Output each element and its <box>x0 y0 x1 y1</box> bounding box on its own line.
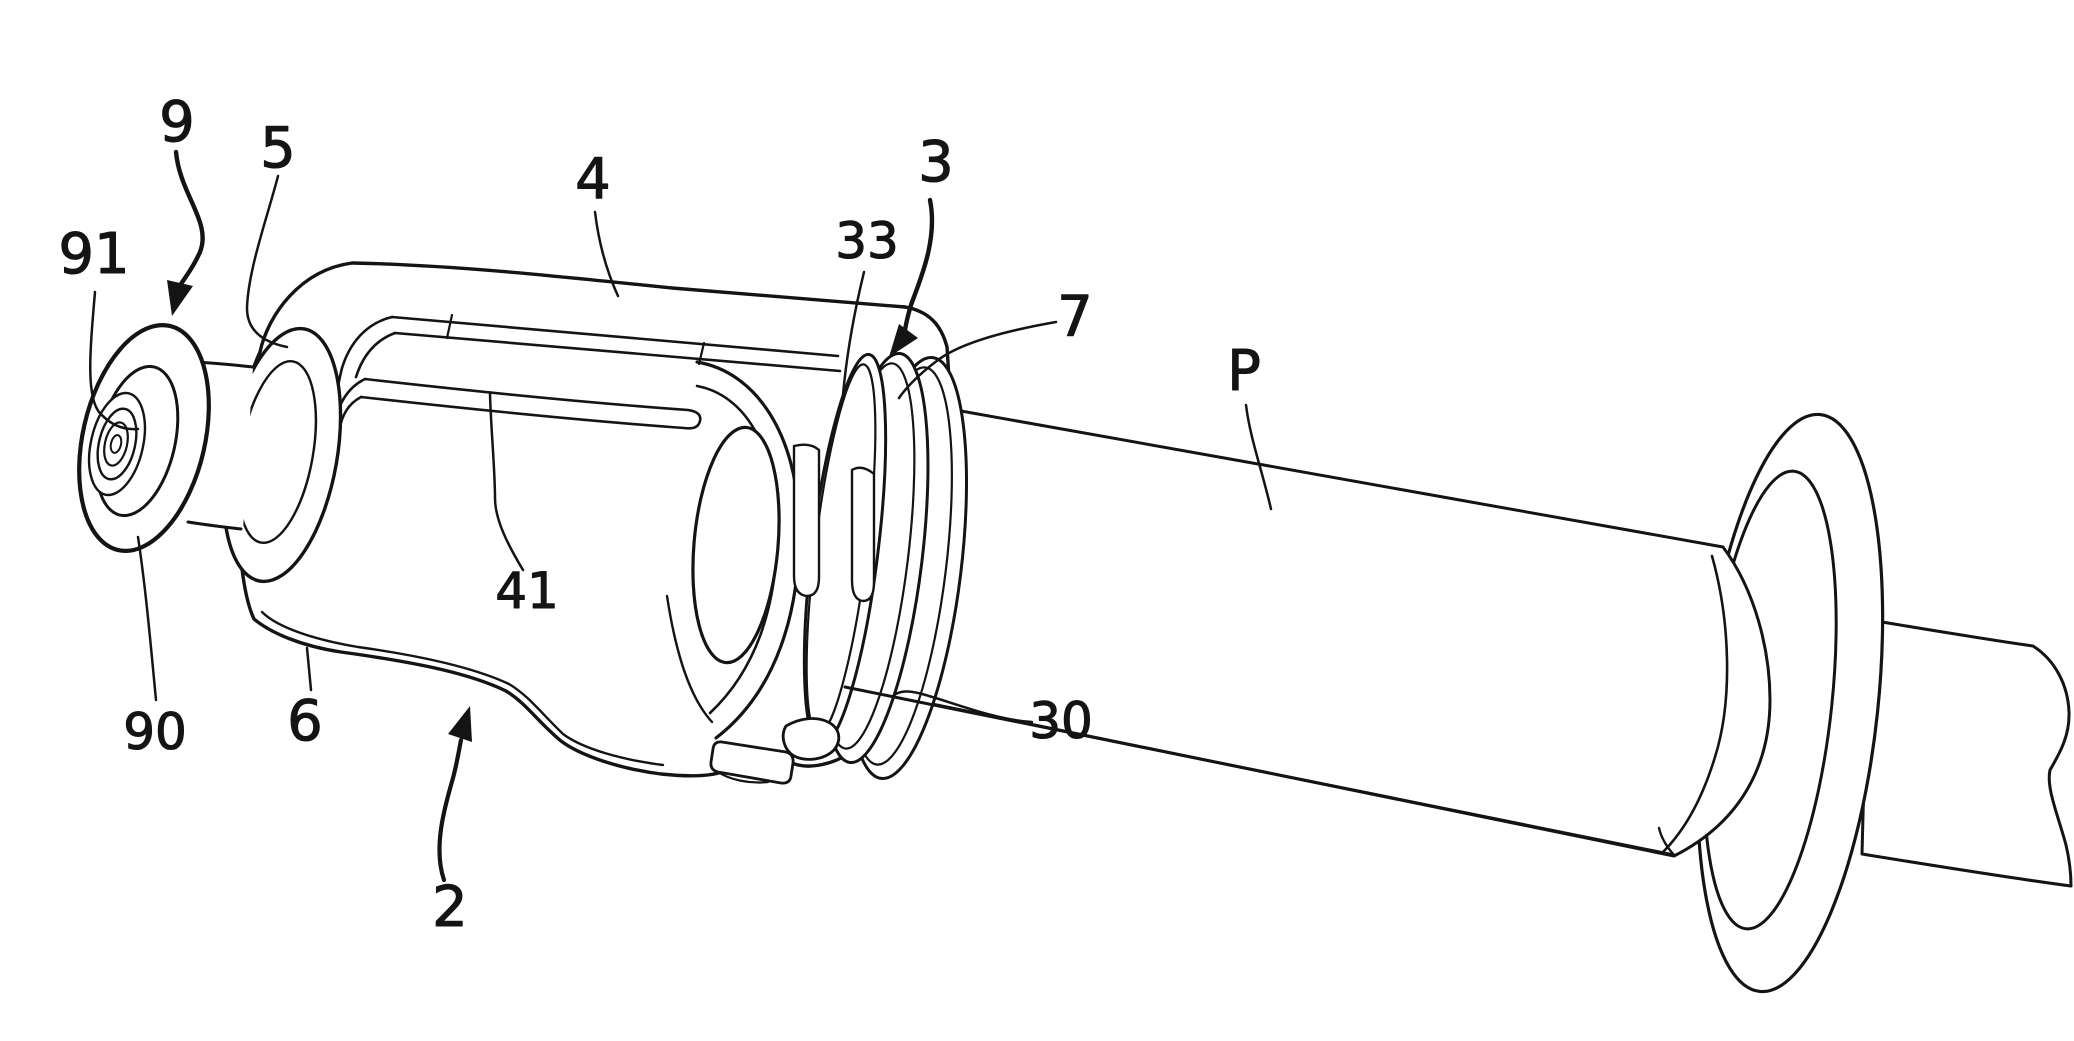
needle-shield-cap <box>77 323 211 553</box>
latch-tab-30 <box>709 717 841 785</box>
ref-label-P: P <box>1227 339 1261 404</box>
leader-7 <box>897 320 1058 400</box>
guide-rail-upper <box>332 313 842 432</box>
collar-tongue-bands <box>792 443 876 603</box>
leader-4 <box>593 210 620 298</box>
leader-30 <box>892 690 1034 724</box>
rail-seam-right <box>697 341 706 366</box>
ref-label-2: 2 <box>432 875 468 940</box>
plunger-rod <box>1860 618 2073 888</box>
leader-P <box>1244 403 1273 511</box>
device-mouth <box>665 360 801 740</box>
leader-41 <box>488 392 525 572</box>
ref-label-30: 30 <box>1029 692 1093 750</box>
arrow-leaders <box>167 149 935 883</box>
ref-label-90: 90 <box>123 703 187 761</box>
device-window-41 <box>691 425 781 665</box>
barrel-flange-junction <box>1657 826 1676 857</box>
syringe-barrel <box>891 404 1772 858</box>
ref-label-7: 7 <box>1057 285 1093 350</box>
barrel-hub-arc <box>1661 554 1729 854</box>
reference-labels: 9 5 91 4 33 3 7 P 41 90 6 2 30 <box>58 89 1262 940</box>
ref-label-3: 3 <box>918 130 954 195</box>
leader-lines <box>89 174 1273 724</box>
arrow-9 <box>167 149 205 316</box>
ref-label-9: 9 <box>159 90 195 155</box>
leader-90 <box>136 535 158 702</box>
lower-edge-inner-line <box>260 610 665 767</box>
ref-label-91: 91 <box>58 222 129 287</box>
arrow-2 <box>437 706 472 883</box>
leader-5 <box>245 174 289 349</box>
ref-label-33: 33 <box>835 212 899 270</box>
ref-label-4: 4 <box>575 147 611 212</box>
barrel-bottom-edge <box>843 685 1676 857</box>
mouth-inner-arc <box>665 594 714 724</box>
rail-seam-left <box>445 313 454 340</box>
arrow-3 <box>889 197 935 357</box>
leader-33 <box>841 270 866 397</box>
leader-91 <box>89 290 140 431</box>
ref-label-5: 5 <box>260 116 296 181</box>
shield-tip-rings <box>87 391 147 497</box>
leader-6 <box>305 646 313 692</box>
ref-label-6: 6 <box>287 689 323 754</box>
ref-label-41: 41 <box>495 562 559 620</box>
device-body <box>234 261 954 778</box>
